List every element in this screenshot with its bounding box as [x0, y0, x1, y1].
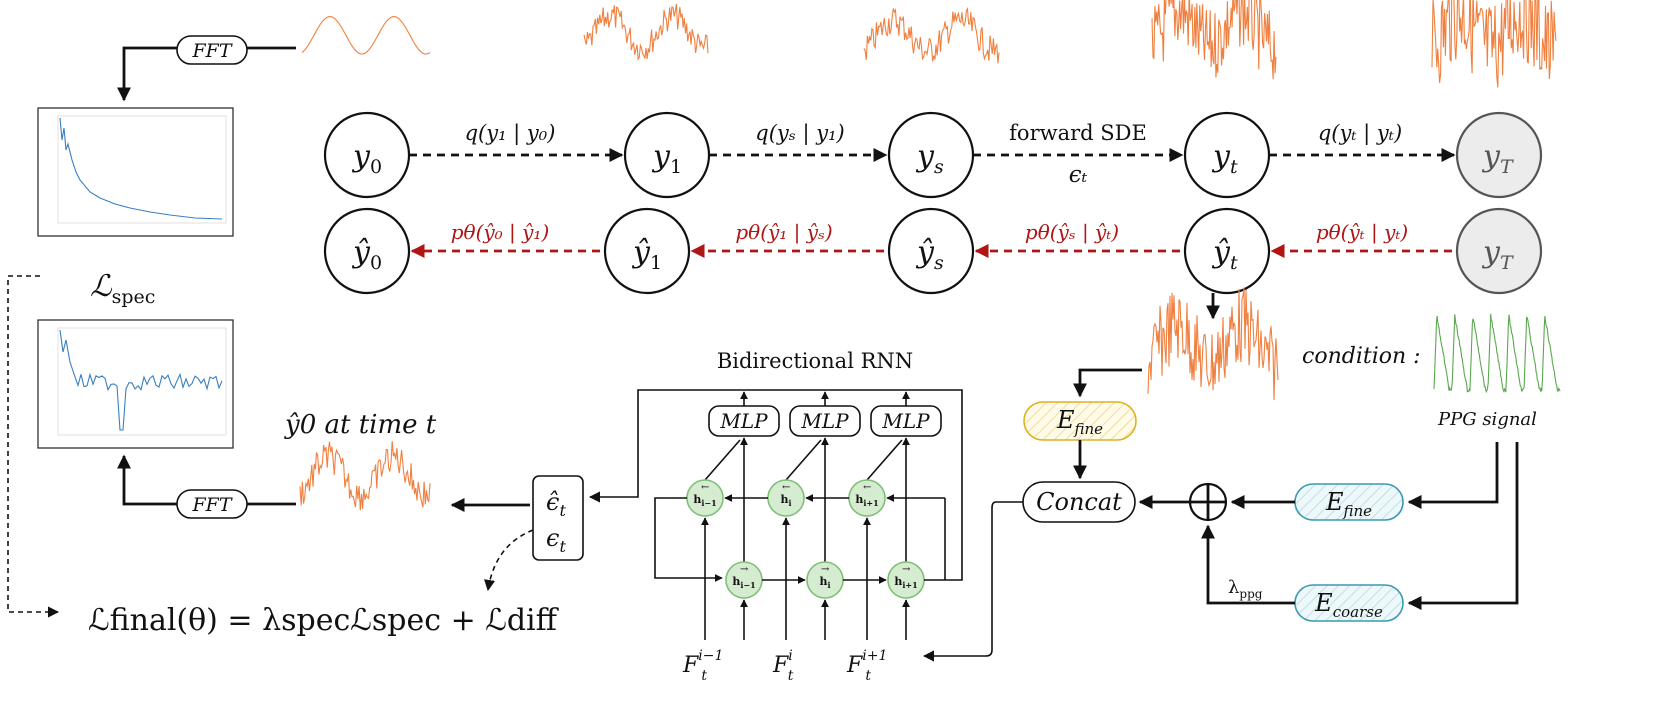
fft-bottom: FFT — [117, 454, 296, 519]
node-yhats — [887, 207, 975, 295]
fft-top: FFT — [117, 35, 296, 102]
node-yhat0 — [323, 207, 411, 295]
reverse-edge-label-2: pθ(ŷ₁ | ŷₛ) — [735, 220, 832, 245]
wave-noisy-4 — [1431, 0, 1557, 88]
epsilon-hat-label: ϵ̂t — [546, 488, 566, 520]
wave-ppg — [1433, 313, 1561, 394]
svg-text:←: ← — [701, 482, 709, 493]
forward-edge-label-2: q(yₛ | y₁) — [755, 121, 844, 146]
wave-noisy-3 — [1151, 0, 1277, 80]
spectrum-plot-bottom — [37, 319, 234, 449]
node-y0-label: y0 — [351, 139, 382, 178]
concat-label: Concat — [1036, 488, 1122, 516]
condition-branch: Efine Concat Efine Ecoarse λppg conditio… — [922, 293, 1537, 662]
mlp-1: MLP — [719, 409, 768, 433]
mlp-2: MLP — [800, 409, 849, 433]
mlp-3: MLP — [881, 409, 930, 433]
e-fine-bottom-label: Efine — [1325, 488, 1372, 520]
rnn-back-label-2: hi — [780, 493, 791, 508]
node-yT-reverse-label: yT — [1481, 235, 1514, 274]
forward-edge-label-4: q(yₜ | yₜ) — [1318, 121, 1402, 146]
wave-predicted-y0 — [299, 441, 431, 511]
node-ys-label: ys — [915, 139, 944, 178]
e-coarse-label: Ecoarse — [1314, 589, 1383, 621]
l-spec-label: ℒspec — [90, 269, 155, 308]
bidirectional-rnn: Bidirectional RNN MLP MLP MLP hi−1 hi hi… — [588, 349, 963, 684]
node-y1-label: y1 — [651, 139, 682, 178]
forward-edge-epsilon: ϵₜ — [1069, 162, 1088, 188]
spec-loss-dashed-link — [7, 275, 60, 618]
node-yT — [1455, 111, 1543, 199]
lambda-ppg-label: λppg — [1228, 577, 1263, 601]
wave-clean — [301, 16, 431, 55]
forward-chain: y0 y1 ys yt yT q(y₁ | y₀) q(yₛ | y₁) for… — [323, 111, 1543, 199]
forward-edge-label-3: forward SDE — [1009, 121, 1147, 145]
reverse-edge-label-1: pθ(ŷ₀ | ŷ₁) — [451, 220, 550, 245]
spectrum-plot-top — [37, 107, 234, 237]
reverse-edge-label-3: pθ(ŷₛ | ŷₜ) — [1025, 220, 1119, 245]
spectrum-line-top — [59, 117, 223, 220]
node-yT-reverse — [1455, 207, 1543, 295]
spectrum-line-bottom — [59, 329, 223, 431]
wave-noisy-1 — [583, 3, 709, 61]
waveforms — [301, 0, 1561, 401]
wave-output — [1147, 287, 1279, 401]
epsilon-box: ϵ̂t ϵt — [484, 475, 584, 592]
wave-noisy-2 — [863, 7, 1000, 64]
node-yhat1 — [603, 207, 691, 295]
node-yt-label: yt — [1211, 139, 1238, 178]
node-yT-label: yT — [1481, 139, 1514, 178]
fft-top-label: FFT — [191, 40, 232, 62]
svg-text:←: ← — [863, 482, 871, 493]
y0-time-label: ŷ0 at time t — [284, 410, 437, 440]
reverse-edge-label-4: pθ(ŷₜ | yₜ) — [1316, 220, 1408, 245]
ppg-signal-label: PPG signal — [1437, 409, 1537, 430]
node-yhatt — [1183, 207, 1271, 295]
epsilon-label: ϵt — [546, 524, 566, 556]
svg-text:→: → — [902, 564, 911, 575]
reverse-chain: ŷ0 ŷ1 ŷs ŷt yT pθ(ŷ₀ | ŷ₁) pθ(ŷ₁ | ŷₛ) p… — [323, 207, 1543, 295]
rnn-fwd-label-2: hi — [819, 575, 830, 590]
rnn-title: Bidirectional RNN — [717, 349, 913, 373]
svg-text:←: ← — [782, 482, 790, 493]
forward-edge-label-1: q(y₁ | y₀) — [465, 121, 556, 146]
svg-text:→: → — [740, 564, 749, 575]
condition-label: condition : — [1302, 344, 1421, 369]
fft-bottom-label: FFT — [191, 494, 232, 516]
svg-text:→: → — [821, 564, 830, 575]
final-loss-equation: ℒfinal(θ) = λspecℒspec + ℒdiff — [88, 603, 560, 638]
e-fine-top-label: Efine — [1056, 406, 1103, 438]
